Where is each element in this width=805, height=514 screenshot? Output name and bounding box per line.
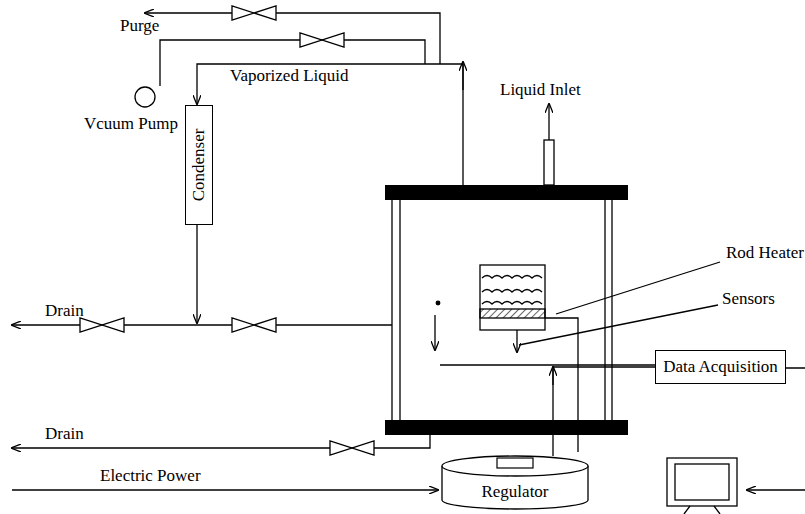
part-label: Drain (45, 301, 84, 321)
node-text: Vcuum Pump (84, 114, 178, 134)
vacuum-pump: Vcuum Pump (134, 86, 156, 108)
node-text: Condenser (189, 129, 209, 202)
liquid-wave (482, 290, 542, 293)
part-label: Purge (120, 16, 159, 36)
node-text: Data Acquisition (663, 357, 778, 377)
condenser-box: Condenser (185, 105, 213, 225)
liquid-wave (482, 302, 542, 305)
part-label: Sensors (722, 289, 775, 309)
valve-symbol (300, 33, 344, 47)
valve-symbol (232, 318, 276, 332)
part-label: Rod Heater (726, 243, 804, 263)
part-label: Vaporized Liquid (230, 66, 349, 86)
part-label: Drain (45, 424, 84, 444)
valve-symbol (232, 6, 276, 20)
signal-wire (553, 367, 655, 456)
part-label: Liquid Inlet (500, 80, 581, 100)
pump-circle (134, 86, 156, 108)
node-text: Regulator (481, 482, 548, 502)
liquid-wave (482, 276, 542, 279)
valve-symbol (80, 318, 124, 332)
valve-symbol (330, 441, 374, 455)
data-acquisition-box: Data Acquisition (655, 350, 786, 384)
part-label: Electric Power (100, 466, 201, 486)
regulator-cylinder: Regulator (440, 452, 590, 510)
